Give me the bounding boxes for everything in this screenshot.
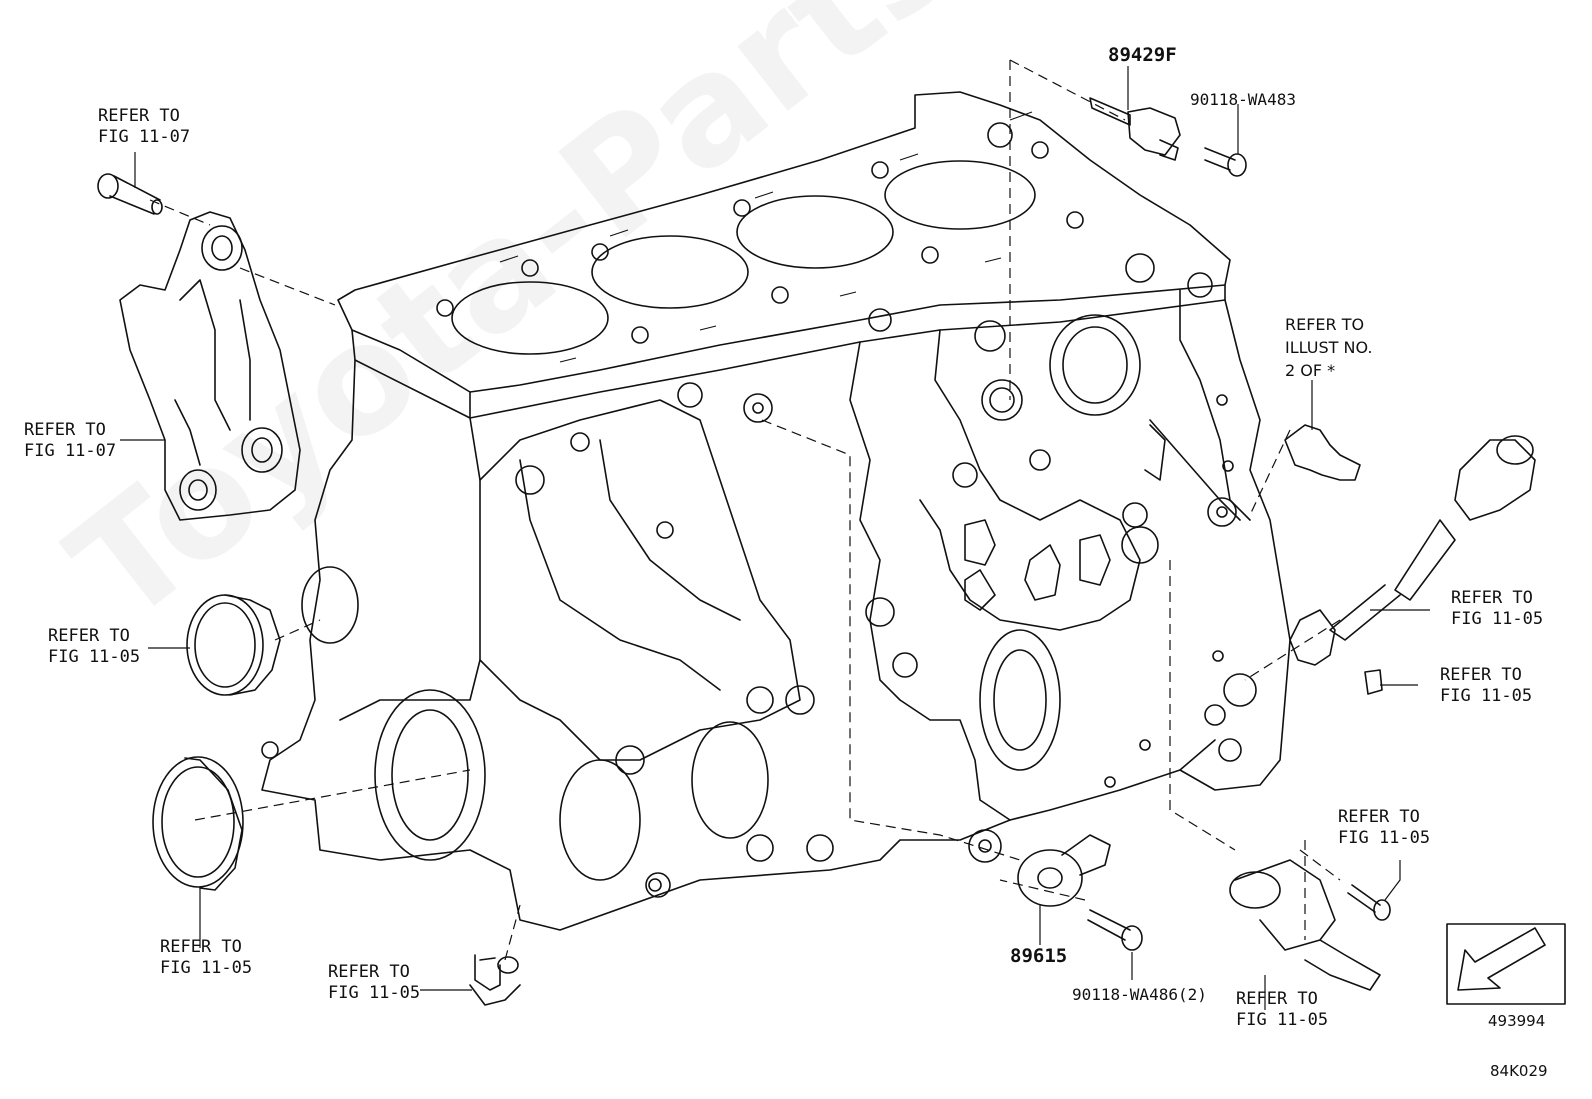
refer-fig-11-05-bottom-right-lower: REFER TO FIG 11-05 — [1236, 989, 1329, 1030]
part-number-90118-wa486: 90118-WA486(2) — [1072, 985, 1207, 1004]
bolt-top-left — [97, 152, 163, 215]
ring-seal-left — [148, 594, 281, 696]
bolt-wa486 — [1087, 909, 1143, 980]
refer-fig-11-05-bottom-right-upper: REFER TO FIG 11-05 — [1338, 807, 1431, 848]
refer-fig-11-05-right-upper: REFER TO FIG 11-05 — [1451, 588, 1544, 629]
bolt-wa483 — [1204, 104, 1247, 177]
refer-fig-11-05-right-lower: REFER TO FIG 11-05 — [1440, 665, 1533, 706]
part-number-89615: 89615 — [1010, 945, 1068, 967]
figure-code: 84K029 — [1490, 1062, 1548, 1080]
refer-fig-11-07-top: REFER TO FIG 11-07 — [98, 106, 191, 147]
knock-sensor — [1017, 834, 1111, 945]
refer-fig-11-05-bottom-center: REFER TO FIG 11-05 — [328, 962, 421, 1003]
crank-sensor — [1229, 859, 1381, 1010]
engine-mount-bracket — [119, 211, 301, 521]
part-number-89429f: 89429F — [1108, 44, 1177, 66]
sensor-right — [1284, 380, 1361, 481]
small-bolt-right — [1364, 669, 1418, 695]
refer-illust-no-2: REFER TO ILLUST NO. 2 OF * — [1285, 315, 1373, 380]
small-bracket-bottom — [420, 954, 521, 1006]
rear-oil-seal — [152, 756, 244, 948]
bolt-bottom-right — [1347, 860, 1401, 921]
refer-fig-11-07-left: REFER TO FIG 11-07 — [24, 420, 117, 461]
cam-sensor — [1089, 66, 1181, 161]
cylinder-block — [261, 91, 1291, 931]
refer-fig-11-05-bottom-left: REFER TO FIG 11-05 — [160, 937, 253, 978]
reference-number: 493994 — [1488, 1012, 1546, 1030]
refer-fig-11-05-left: REFER TO FIG 11-05 — [48, 626, 141, 667]
leader-dashed-lines — [149, 59, 1341, 961]
part-number-90118-wa483: 90118-WA483 — [1190, 90, 1296, 109]
front-arrow-box — [1446, 923, 1566, 1005]
level-sensor — [1289, 435, 1536, 666]
